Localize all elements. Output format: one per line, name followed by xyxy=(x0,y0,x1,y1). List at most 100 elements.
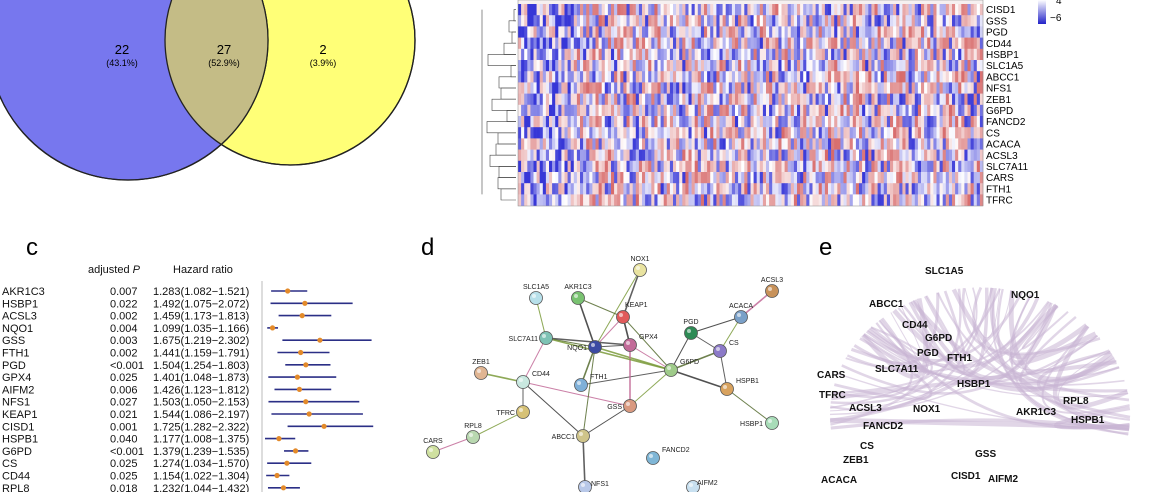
heatmap-cell xyxy=(576,4,581,16)
heatmap-cell xyxy=(738,37,742,50)
heatmap-cell xyxy=(886,60,891,72)
heatmap-cell xyxy=(886,138,891,150)
heatmap-cell xyxy=(893,71,897,83)
heatmap-cell xyxy=(617,172,621,184)
heatmap-cell xyxy=(930,160,934,173)
heatmap-cell xyxy=(840,4,844,16)
heatmap-cell xyxy=(710,60,714,72)
heatmap-cell xyxy=(533,138,537,150)
heatmap-cell xyxy=(731,37,736,50)
network-node-highlight xyxy=(667,366,671,370)
network-node[interactable]: PGD xyxy=(683,319,699,340)
heatmap-cell xyxy=(716,194,720,206)
heatmap-cell xyxy=(979,172,984,184)
forest-hr: 1.099(1.035−1.166) xyxy=(153,323,249,335)
heatmap-cell xyxy=(735,82,739,94)
heatmap-cell xyxy=(669,82,674,94)
heatmap-cell xyxy=(762,104,767,117)
heatmap-cell xyxy=(521,37,525,50)
network-node[interactable]: HSPB1 xyxy=(720,378,760,396)
heatmap-cell xyxy=(722,26,726,38)
network-node[interactable]: CD44 xyxy=(516,371,551,389)
network-node[interactable]: NQO1 xyxy=(567,340,602,354)
heatmap-cell xyxy=(660,194,664,206)
network-node[interactable]: FTH1 xyxy=(574,374,608,392)
heatmap-cell xyxy=(645,15,649,27)
network-node-label: CD44 xyxy=(532,371,550,378)
network-node[interactable]: RPL8 xyxy=(464,423,482,444)
heatmap-cell xyxy=(967,127,971,139)
dendrogram-branch xyxy=(513,9,516,22)
heatmap-cell xyxy=(626,160,630,173)
network-node[interactable]: ACACA xyxy=(729,303,753,324)
heatmap-cell xyxy=(685,149,689,162)
circle-network-gene: PGD xyxy=(917,348,939,359)
heatmap-cell xyxy=(645,37,649,50)
heatmap-cell xyxy=(570,104,575,117)
heatmap-cell xyxy=(604,26,609,38)
heatmap-cell xyxy=(707,60,711,72)
heatmap-cell xyxy=(865,116,869,128)
network-node[interactable]: ABCC1 xyxy=(552,429,590,443)
network-node[interactable]: G6PD xyxy=(664,359,700,377)
heatmap-cell xyxy=(948,104,953,117)
heatmap-cell xyxy=(735,138,739,150)
heatmap-cell xyxy=(800,149,804,162)
heatmap-cell xyxy=(911,26,916,38)
heatmap-cell xyxy=(781,160,785,173)
network-node[interactable]: CARS xyxy=(423,438,443,459)
heatmap-cell xyxy=(874,183,878,195)
heatmap-cell xyxy=(539,149,544,162)
heatmap-cell xyxy=(970,48,974,61)
heatmap-cell xyxy=(725,127,730,139)
network-node[interactable]: ZEB1 xyxy=(472,359,490,380)
network-node[interactable]: ACSL3 xyxy=(761,277,783,298)
network-node[interactable]: GSS xyxy=(607,399,637,413)
heatmap-cell xyxy=(527,26,531,38)
heatmap-cell xyxy=(787,26,792,38)
network-node-highlight xyxy=(519,408,523,412)
network-node[interactable]: TFRC xyxy=(496,405,530,419)
network-node[interactable]: AKR1C3 xyxy=(564,284,592,305)
heatmap-cell xyxy=(834,160,838,173)
network-node[interactable]: SLC1A5 xyxy=(523,284,549,305)
network-node[interactable]: KEAP1 xyxy=(616,302,648,324)
heatmap-cell xyxy=(921,194,925,206)
heatmap-cell xyxy=(518,60,522,72)
heatmap-cell xyxy=(728,48,733,61)
heatmap-cell xyxy=(545,15,550,27)
heatmap-cell xyxy=(921,116,925,128)
heatmap-cell xyxy=(530,138,534,150)
heatmap-cell xyxy=(911,138,916,150)
heatmap-cell xyxy=(595,172,599,184)
heatmap-cell xyxy=(927,160,931,173)
forest-hr: 1.459(1.173−1.813) xyxy=(153,311,249,323)
heatmap-cell xyxy=(685,183,689,195)
heatmap-cell xyxy=(601,82,606,94)
heatmap-cell xyxy=(806,93,810,106)
network-node[interactable]: NOX1 xyxy=(630,256,650,277)
network-node[interactable]: AIFM2 xyxy=(686,480,718,494)
heatmap-cell xyxy=(598,37,602,50)
network-node-circle xyxy=(426,445,440,459)
heatmap-cell xyxy=(704,160,708,173)
network-node[interactable]: GPX4 xyxy=(623,334,658,352)
heatmap-cell xyxy=(666,48,671,61)
heatmap-cell xyxy=(573,37,578,50)
heatmap-cell xyxy=(669,93,674,106)
heatmap-cell xyxy=(697,4,702,16)
heatmap-gene-label: NFS1 xyxy=(986,84,1012,95)
heatmap-cell xyxy=(896,138,900,150)
network-node[interactable]: HSBP1 xyxy=(740,416,779,430)
network-node[interactable]: CS xyxy=(713,340,740,358)
network-node[interactable]: SLC7A11 xyxy=(509,331,553,345)
heatmap-cell xyxy=(868,138,872,150)
network-node[interactable]: NFS1 xyxy=(578,480,610,494)
network-node[interactable]: FANCD2 xyxy=(646,447,690,465)
heatmap-cell xyxy=(849,127,854,139)
heatmap-cell xyxy=(902,26,906,38)
heatmap-cell xyxy=(561,138,565,150)
heatmap-cell xyxy=(958,116,962,128)
heatmap-cell xyxy=(707,172,711,184)
heatmap-cell xyxy=(927,4,931,16)
